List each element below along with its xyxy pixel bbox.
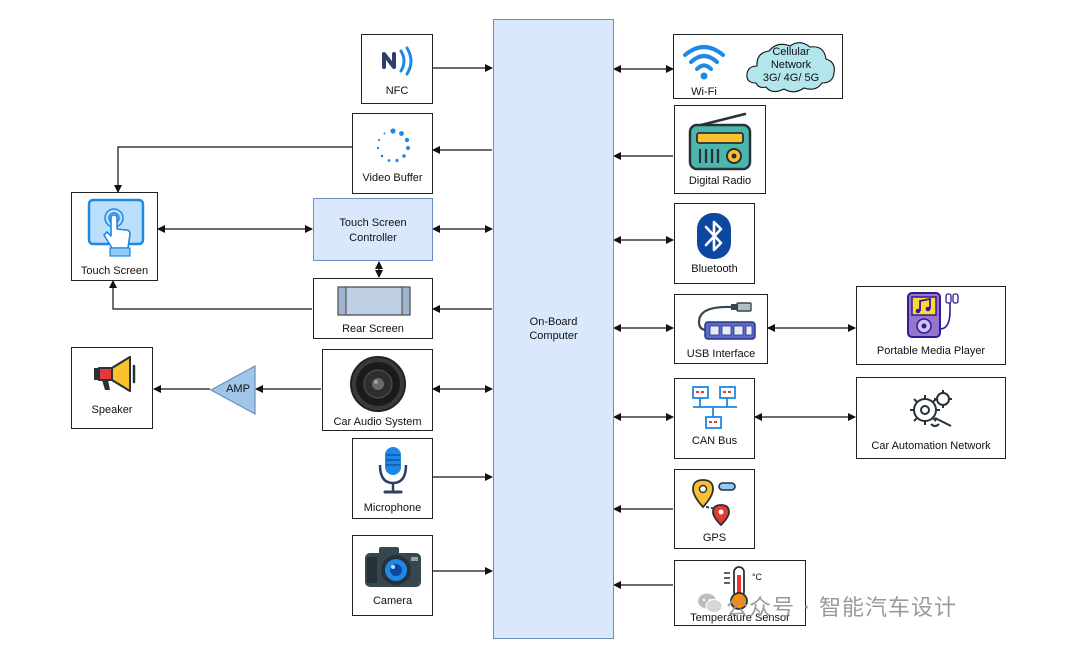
radio-icon (688, 112, 752, 171)
nfc-label: NFC (385, 85, 409, 97)
speaker-block: Speaker (71, 347, 153, 429)
can-bus-block: CAN Bus (674, 378, 755, 459)
usb-interface-label: USB Interface (686, 348, 756, 360)
wifi-cellular-block: Wi-Fi Cellular Network 3G/ 4G/ 5G (673, 34, 843, 99)
nfc-icon (382, 46, 413, 76)
on-board-computer-label-line1: On-Board (529, 316, 578, 328)
portable-media-player-label: Portable Media Player (876, 345, 986, 357)
gps-block: GPS (674, 469, 755, 549)
cloud-icon (746, 42, 835, 93)
nfc-block: NFC (361, 34, 433, 104)
microphone-label: Microphone (363, 502, 422, 514)
amp-label: AMP (226, 383, 250, 395)
wifi-label: Wi-Fi (691, 86, 717, 98)
touch-screen-block: Touch Screen (71, 192, 158, 281)
gears-tools-icon (910, 390, 952, 427)
camera-icon (365, 547, 421, 587)
touch-controller-label-line1: Touch Screen (339, 217, 407, 229)
loading-spinner-icon (376, 128, 410, 163)
microphone-block: Microphone (352, 438, 433, 519)
cellular-label-line1: Cellular (772, 46, 810, 58)
cellular-label-line3: 3G/ 4G/ 5G (762, 72, 820, 84)
watermark-text: 公众号 · 智能汽车设计 (726, 596, 957, 621)
digital-radio-block: Digital Radio (674, 105, 766, 194)
thermometer-icon (724, 566, 748, 610)
network-topology-icon (692, 386, 737, 429)
microphone-icon (378, 447, 408, 494)
bluetooth-block: Bluetooth (674, 203, 755, 284)
touch-screen-icon (87, 198, 145, 257)
cellular-label-line2: Network (770, 59, 812, 71)
touch-screen-controller-block: Touch Screen Controller (313, 198, 433, 261)
digital-radio-label: Digital Radio (688, 175, 752, 187)
speaker-label: Speaker (91, 404, 133, 416)
usb-interface-block: USB Interface (674, 294, 768, 364)
on-board-computer-label-line2: Computer (529, 330, 578, 342)
rear-screen-label: Rear Screen (342, 323, 404, 335)
car-audio-system-block: Car Audio System (322, 349, 433, 431)
map-pin-route-icon (692, 479, 736, 527)
temperature-sensor-block: °C Temperature Sensor (674, 560, 806, 626)
video-buffer-block: Video Buffer (352, 113, 433, 194)
media-player-icon (907, 292, 959, 338)
rear-screen-icon (337, 286, 411, 316)
on-board-computer-block: On-Board Computer (493, 19, 614, 639)
touch-controller-label-line2: Controller (349, 232, 397, 244)
gps-label: GPS (702, 532, 727, 544)
car-automation-network-block: Car Automation Network (856, 377, 1006, 459)
bluetooth-label: Bluetooth (691, 263, 738, 275)
usb-hub-icon (697, 302, 756, 340)
temperature-unit-label: °C (751, 572, 763, 582)
bluetooth-icon (697, 213, 731, 259)
temperature-sensor-label: Temperature Sensor (690, 612, 790, 624)
video-buffer-label: Video Buffer (362, 172, 423, 184)
rear-screen-block: Rear Screen (313, 278, 433, 339)
camera-label: Camera (372, 595, 413, 607)
camera-block: Camera (352, 535, 433, 616)
megaphone-icon (94, 356, 136, 392)
can-bus-label: CAN Bus (691, 435, 738, 447)
portable-media-player-block: Portable Media Player (856, 286, 1006, 365)
wifi-icon (683, 45, 725, 80)
loudspeaker-icon (350, 356, 406, 412)
amplifier-triangle-icon (209, 365, 256, 415)
car-automation-label: Car Automation Network (871, 440, 991, 452)
wechat-logo-icon (698, 593, 723, 613)
touch-screen-label: Touch Screen (80, 265, 149, 277)
car-audio-label: Car Audio System (333, 416, 422, 428)
